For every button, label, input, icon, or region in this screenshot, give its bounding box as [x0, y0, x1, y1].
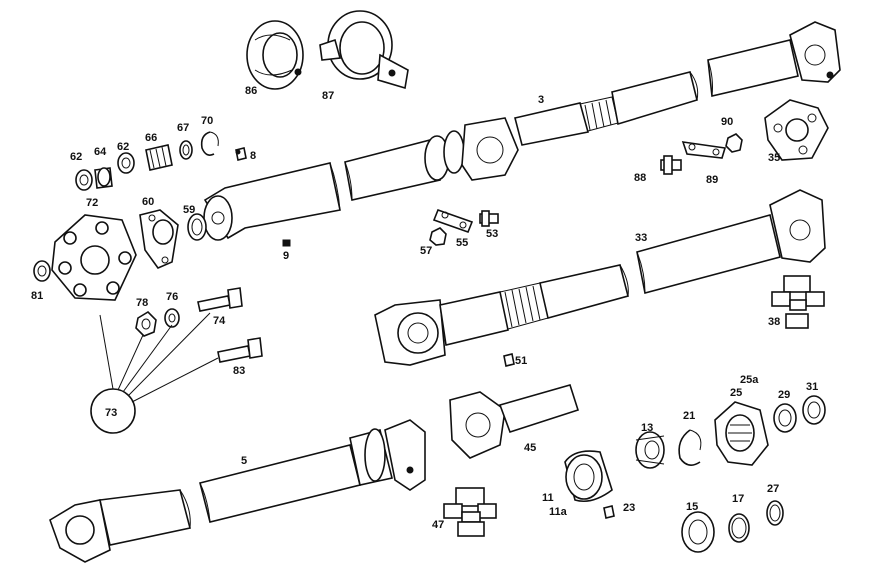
label-81: 81: [31, 290, 43, 302]
part-73-callout: [90, 312, 219, 434]
label-25: 25: [730, 387, 742, 399]
part-59-seal-ring: [187, 213, 207, 241]
part-38-universal-joint: [771, 275, 825, 329]
label-27: 27: [767, 483, 779, 495]
part-60-centering-flange: [139, 209, 179, 269]
label-73: 73: [105, 407, 117, 419]
label-29: 29: [778, 389, 790, 401]
part-31-cap: [802, 395, 826, 425]
label-53: 53: [486, 228, 498, 240]
part-15-seal: [681, 511, 715, 553]
label-11a: 11a: [549, 506, 568, 518]
part-81-nut: [33, 260, 51, 282]
part-86-rubber-ring: [246, 20, 304, 90]
label-78: 78: [136, 297, 148, 309]
part-53-bolt: [479, 210, 499, 227]
label-88: 88: [634, 172, 646, 184]
label-59: 59: [183, 204, 195, 216]
part-51-grease-nipple: [503, 353, 515, 367]
part-57-nut: [429, 227, 447, 246]
label-8: 8: [250, 150, 256, 162]
part-89-lock-plate: [681, 141, 727, 159]
part-64-sleeve: [94, 167, 113, 189]
part-47-universal-joint: [443, 487, 497, 537]
part-9-screw: [282, 239, 291, 247]
part-66-spring: [145, 144, 173, 171]
label-90: 90: [721, 116, 733, 128]
part-76-washer: [164, 308, 180, 328]
label-55: 55: [456, 237, 468, 249]
label-70: 70: [201, 115, 213, 127]
label-72: 72: [86, 197, 98, 209]
part-87-bearing-bracket: [319, 10, 409, 90]
part-83-bolt: [217, 337, 263, 363]
part-88-bolt: [660, 155, 682, 175]
part-23-grease-nipple: [603, 505, 615, 519]
label-21: 21: [683, 410, 695, 422]
part-13-ball-bearing: [635, 431, 665, 469]
part-35-flange: [764, 99, 829, 161]
label-38: 38: [768, 316, 780, 328]
label-83: 83: [233, 365, 245, 377]
part-17-ring: [728, 513, 750, 543]
part-78-nut: [135, 310, 157, 337]
label-45: 45: [524, 442, 536, 454]
part-33-rear-shaft: [374, 189, 826, 366]
label-89: 89: [706, 174, 718, 186]
part-5-intermediate-shaft: [49, 419, 426, 563]
part-29-seal: [773, 403, 797, 433]
label-66: 66: [145, 132, 157, 144]
part-55-lock-plate: [432, 208, 474, 234]
label-17: 17: [732, 493, 744, 505]
part-74-bolt: [197, 287, 243, 312]
part-72-flex-disc: [51, 214, 137, 301]
label-33: 33: [635, 232, 647, 244]
part-67-washer: [179, 140, 193, 160]
label-5: 5: [241, 455, 247, 467]
part-25-flange: [714, 401, 769, 466]
part-70-circlip: [200, 131, 219, 156]
label-57: 57: [420, 245, 432, 257]
part-62-bearing-right: [117, 152, 135, 174]
label-67: 67: [177, 122, 189, 134]
part-11-rubber-mount: [564, 450, 613, 503]
part-21-circlip: [678, 429, 702, 466]
label-74: 74: [213, 315, 226, 327]
label-87: 87: [322, 90, 334, 102]
label-64: 64: [94, 146, 107, 158]
label-31: 31: [806, 381, 818, 393]
label-47: 47: [432, 519, 444, 531]
label-62-right: 62: [117, 141, 129, 153]
label-62-left: 62: [70, 151, 82, 163]
part-3-front-shaft: [203, 21, 841, 241]
part-90-nut: [725, 133, 743, 153]
label-51: 51: [515, 355, 527, 367]
label-60: 60: [142, 196, 154, 208]
label-86: 86: [245, 85, 257, 97]
label-3: 3: [538, 94, 544, 106]
label-11: 11: [542, 492, 554, 504]
label-15: 15: [686, 501, 698, 513]
label-76: 76: [166, 291, 178, 303]
label-35: 35: [768, 152, 780, 164]
label-13: 13: [641, 422, 653, 434]
label-9: 9: [283, 250, 289, 262]
part-27-ring: [766, 500, 784, 526]
label-25a: 25a: [740, 374, 759, 386]
label-23: 23: [623, 502, 635, 514]
part-45-flange-yoke: [449, 384, 580, 459]
part-62-bearing-left: [75, 169, 93, 191]
part-8-grease-nipple: [235, 147, 247, 161]
